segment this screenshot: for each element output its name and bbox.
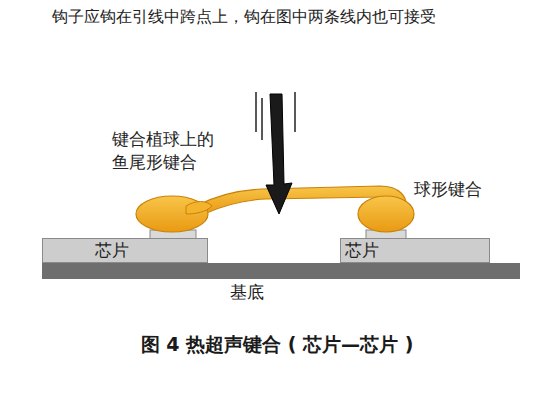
hook-arrow — [266, 94, 292, 214]
chip-box: 芯片 — [42, 238, 208, 263]
motion-line — [255, 92, 257, 132]
chip-label: 芯片 — [345, 240, 379, 260]
figure-caption: 图 4 热超声键合 ( 芯片—芯片 ) — [0, 332, 554, 358]
substrate-label: 基底 — [230, 282, 264, 302]
substrate-band: 基底 — [42, 263, 520, 279]
chip-label: 芯片 — [95, 240, 129, 260]
chip-box: 芯片 — [340, 238, 490, 263]
callout-label: 球形键合 — [414, 178, 544, 201]
note-text: 钩子应钩在引线中跨点上，钩在图中两条线内也可接受 — [52, 6, 542, 28]
callout-label: 键合植球上的鱼尾形键合 — [112, 128, 228, 174]
ball-bond — [358, 196, 414, 232]
motion-line — [261, 98, 263, 140]
fishtail-bond — [186, 202, 212, 215]
motion-line — [294, 92, 296, 132]
